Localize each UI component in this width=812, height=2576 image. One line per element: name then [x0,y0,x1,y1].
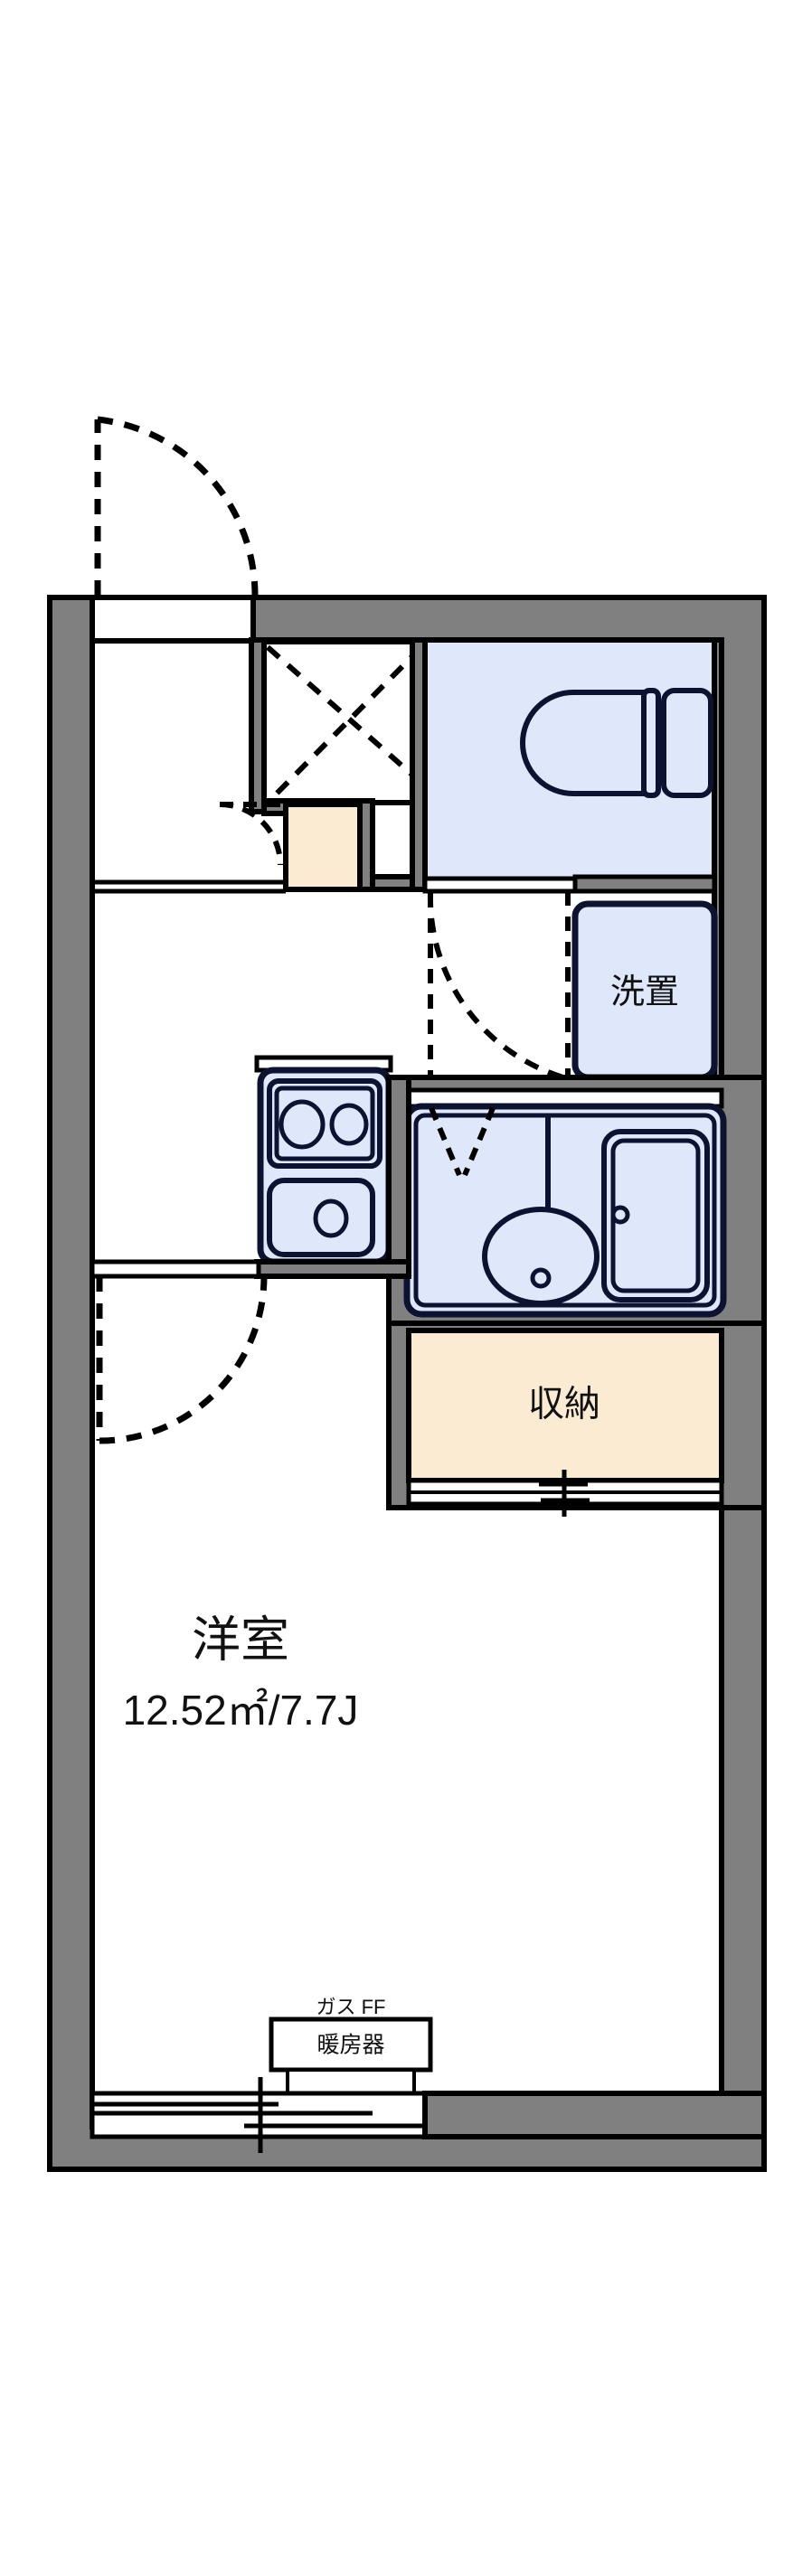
toilet-fixture-group [519,688,713,798]
room-entry-door-swing[interactable] [96,1275,268,1444]
toilet-threshold-sill[interactable] [422,876,578,894]
bottom-wall-right-seg [422,2091,767,2139]
wall-kitchen-right [386,1075,411,1275]
storage-room-label: 収納 [528,1385,600,1424]
basin-bowl [482,1207,600,1306]
hall-closet-door[interactable] [219,802,283,866]
storage-area[interactable] [406,1328,724,1483]
main-room-area-label: 12.52㎡/7.7J [123,1687,359,1734]
bathtub-drain [610,1205,630,1225]
entrance-door-swing[interactable] [94,416,259,596]
burner-left-icon [279,1099,326,1150]
sink-drain-icon [313,1199,349,1238]
wash-basin-group [482,1115,600,1306]
entrance-opening[interactable] [90,595,256,644]
toilet-door-swing[interactable] [427,892,571,1082]
toilet-cistern [661,688,713,798]
gas-ff-label: ガス FF [316,1996,386,2018]
shoe-cabinet-box[interactable] [283,802,363,892]
bathtub-group [601,1129,710,1302]
burner-right-icon [329,1103,369,1146]
basin-drain [530,1267,552,1289]
laundry-room-label: 洗置 [610,973,679,1011]
heater-box [269,2017,433,2073]
bath-door-marks[interactable] [429,1106,496,1177]
heater-flue [286,2068,416,2095]
toilet-bowl [519,690,650,796]
entry-closet-box[interactable] [260,639,424,805]
hall-floor-line [92,879,286,894]
wall-laundry-top [572,874,717,894]
toilet-lid-hinge [641,688,661,798]
heater-box-label: 暖房器 [316,2033,384,2058]
main-room-name-label: 洋室 [192,1612,289,1667]
wall-entry-closet-left [249,637,267,814]
